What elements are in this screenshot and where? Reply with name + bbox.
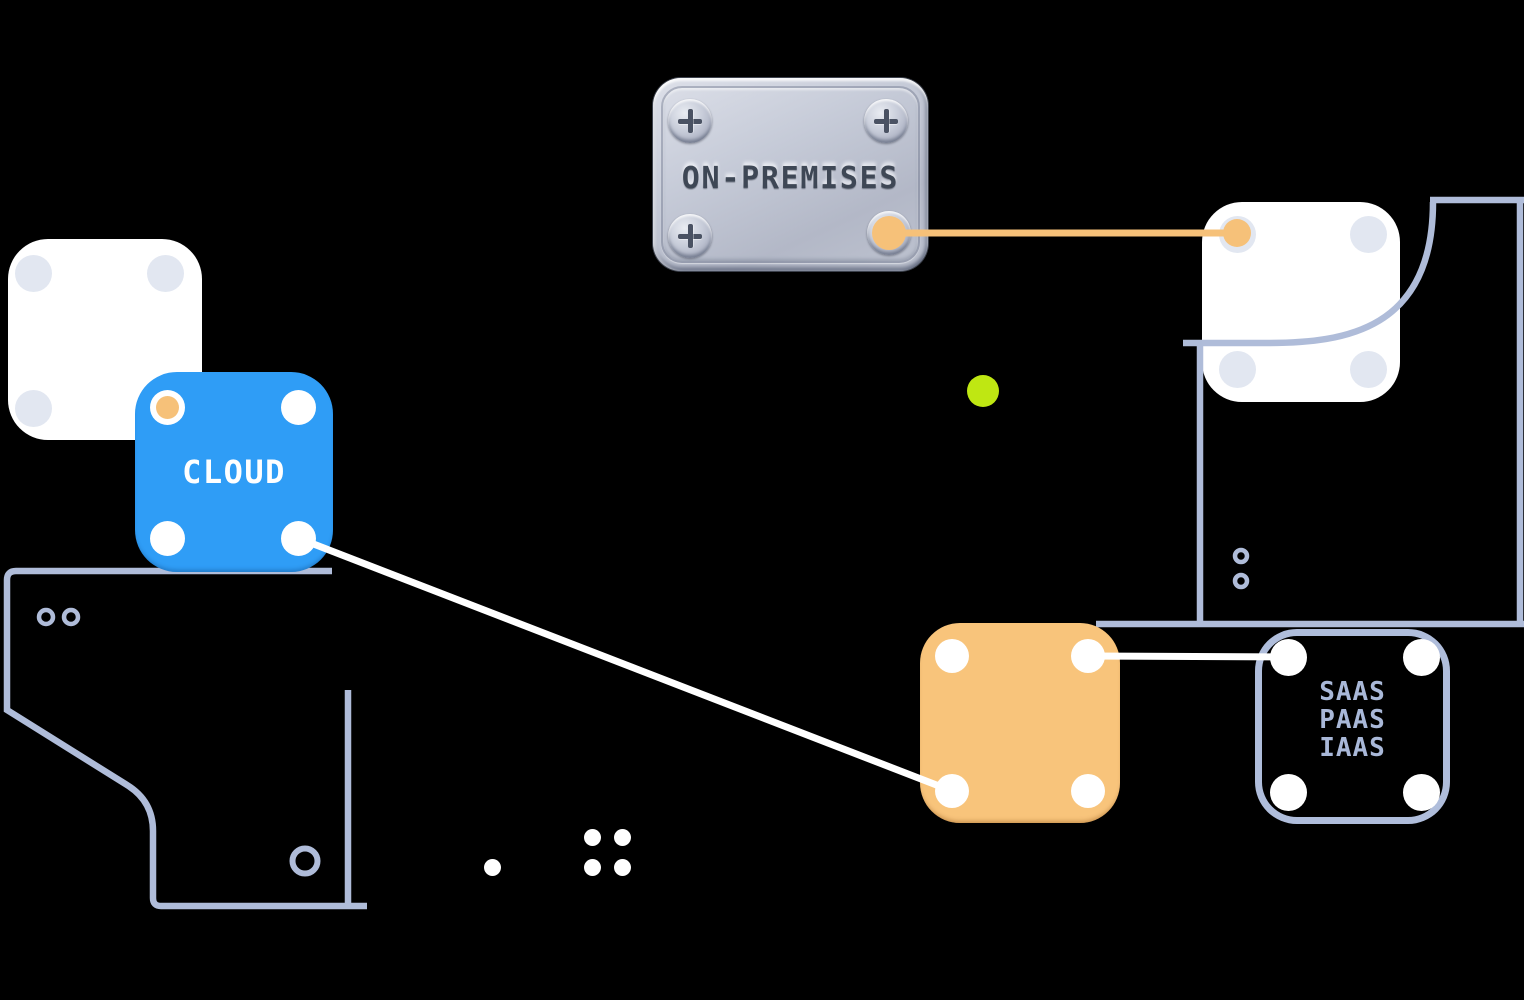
white-dot-icon	[583, 828, 601, 846]
corner-hole-icon	[14, 389, 52, 427]
connector-line-cloud-orange	[296, 534, 954, 795]
saas-line: SAAS	[1319, 676, 1386, 707]
cloud-services-label: SAAS PAAS IAAS	[1255, 629, 1450, 824]
ring-icon	[36, 607, 56, 627]
screw-icon	[668, 99, 712, 143]
ring-icon	[1232, 547, 1250, 565]
screw-icon	[864, 99, 908, 143]
port-hole	[1402, 638, 1440, 676]
orange-node	[920, 623, 1120, 823]
port-hole	[1071, 639, 1105, 673]
port-hole	[935, 639, 969, 673]
corner-hole-icon	[14, 254, 52, 292]
port-hole	[280, 389, 316, 425]
corner-hole-icon	[1218, 350, 1256, 388]
white-dot-icon	[613, 858, 631, 876]
plate-groove	[661, 86, 920, 263]
white-dot-icon	[613, 828, 631, 846]
ring-icon	[1232, 572, 1250, 590]
corner-hole-icon	[146, 254, 184, 292]
on-premises-label: ON-PREMISES	[681, 161, 900, 196]
cloud-label: CLOUD	[182, 453, 286, 491]
port-hole	[149, 520, 185, 556]
screw-cross-bar	[687, 224, 693, 248]
orange-port-icon	[872, 216, 906, 250]
corner-hole-icon	[1349, 350, 1387, 388]
iaas-line: IAAS	[1319, 732, 1386, 763]
white-dot-icon	[483, 858, 501, 876]
ring-icon	[289, 845, 321, 877]
wire-icon	[3, 567, 367, 910]
port-hole	[935, 774, 969, 808]
paas-line: PAAS	[1319, 704, 1386, 735]
screw-icon	[668, 214, 712, 258]
orange-port-icon	[155, 395, 179, 419]
port-hole	[1402, 773, 1440, 811]
screw-cross-bar	[687, 109, 693, 133]
corner-hole-icon	[1349, 215, 1387, 253]
ring-icon	[61, 607, 81, 627]
screw-cross-bar	[883, 109, 889, 133]
orange-port-icon	[1223, 219, 1251, 247]
cloud-services-node: SAAS PAAS IAAS	[1255, 629, 1450, 824]
white-dot-icon	[583, 858, 601, 876]
port-hole	[1071, 774, 1105, 808]
green-dot-icon	[967, 375, 999, 407]
port-hole	[1269, 773, 1307, 811]
cloud-node: CLOUD	[135, 372, 333, 572]
